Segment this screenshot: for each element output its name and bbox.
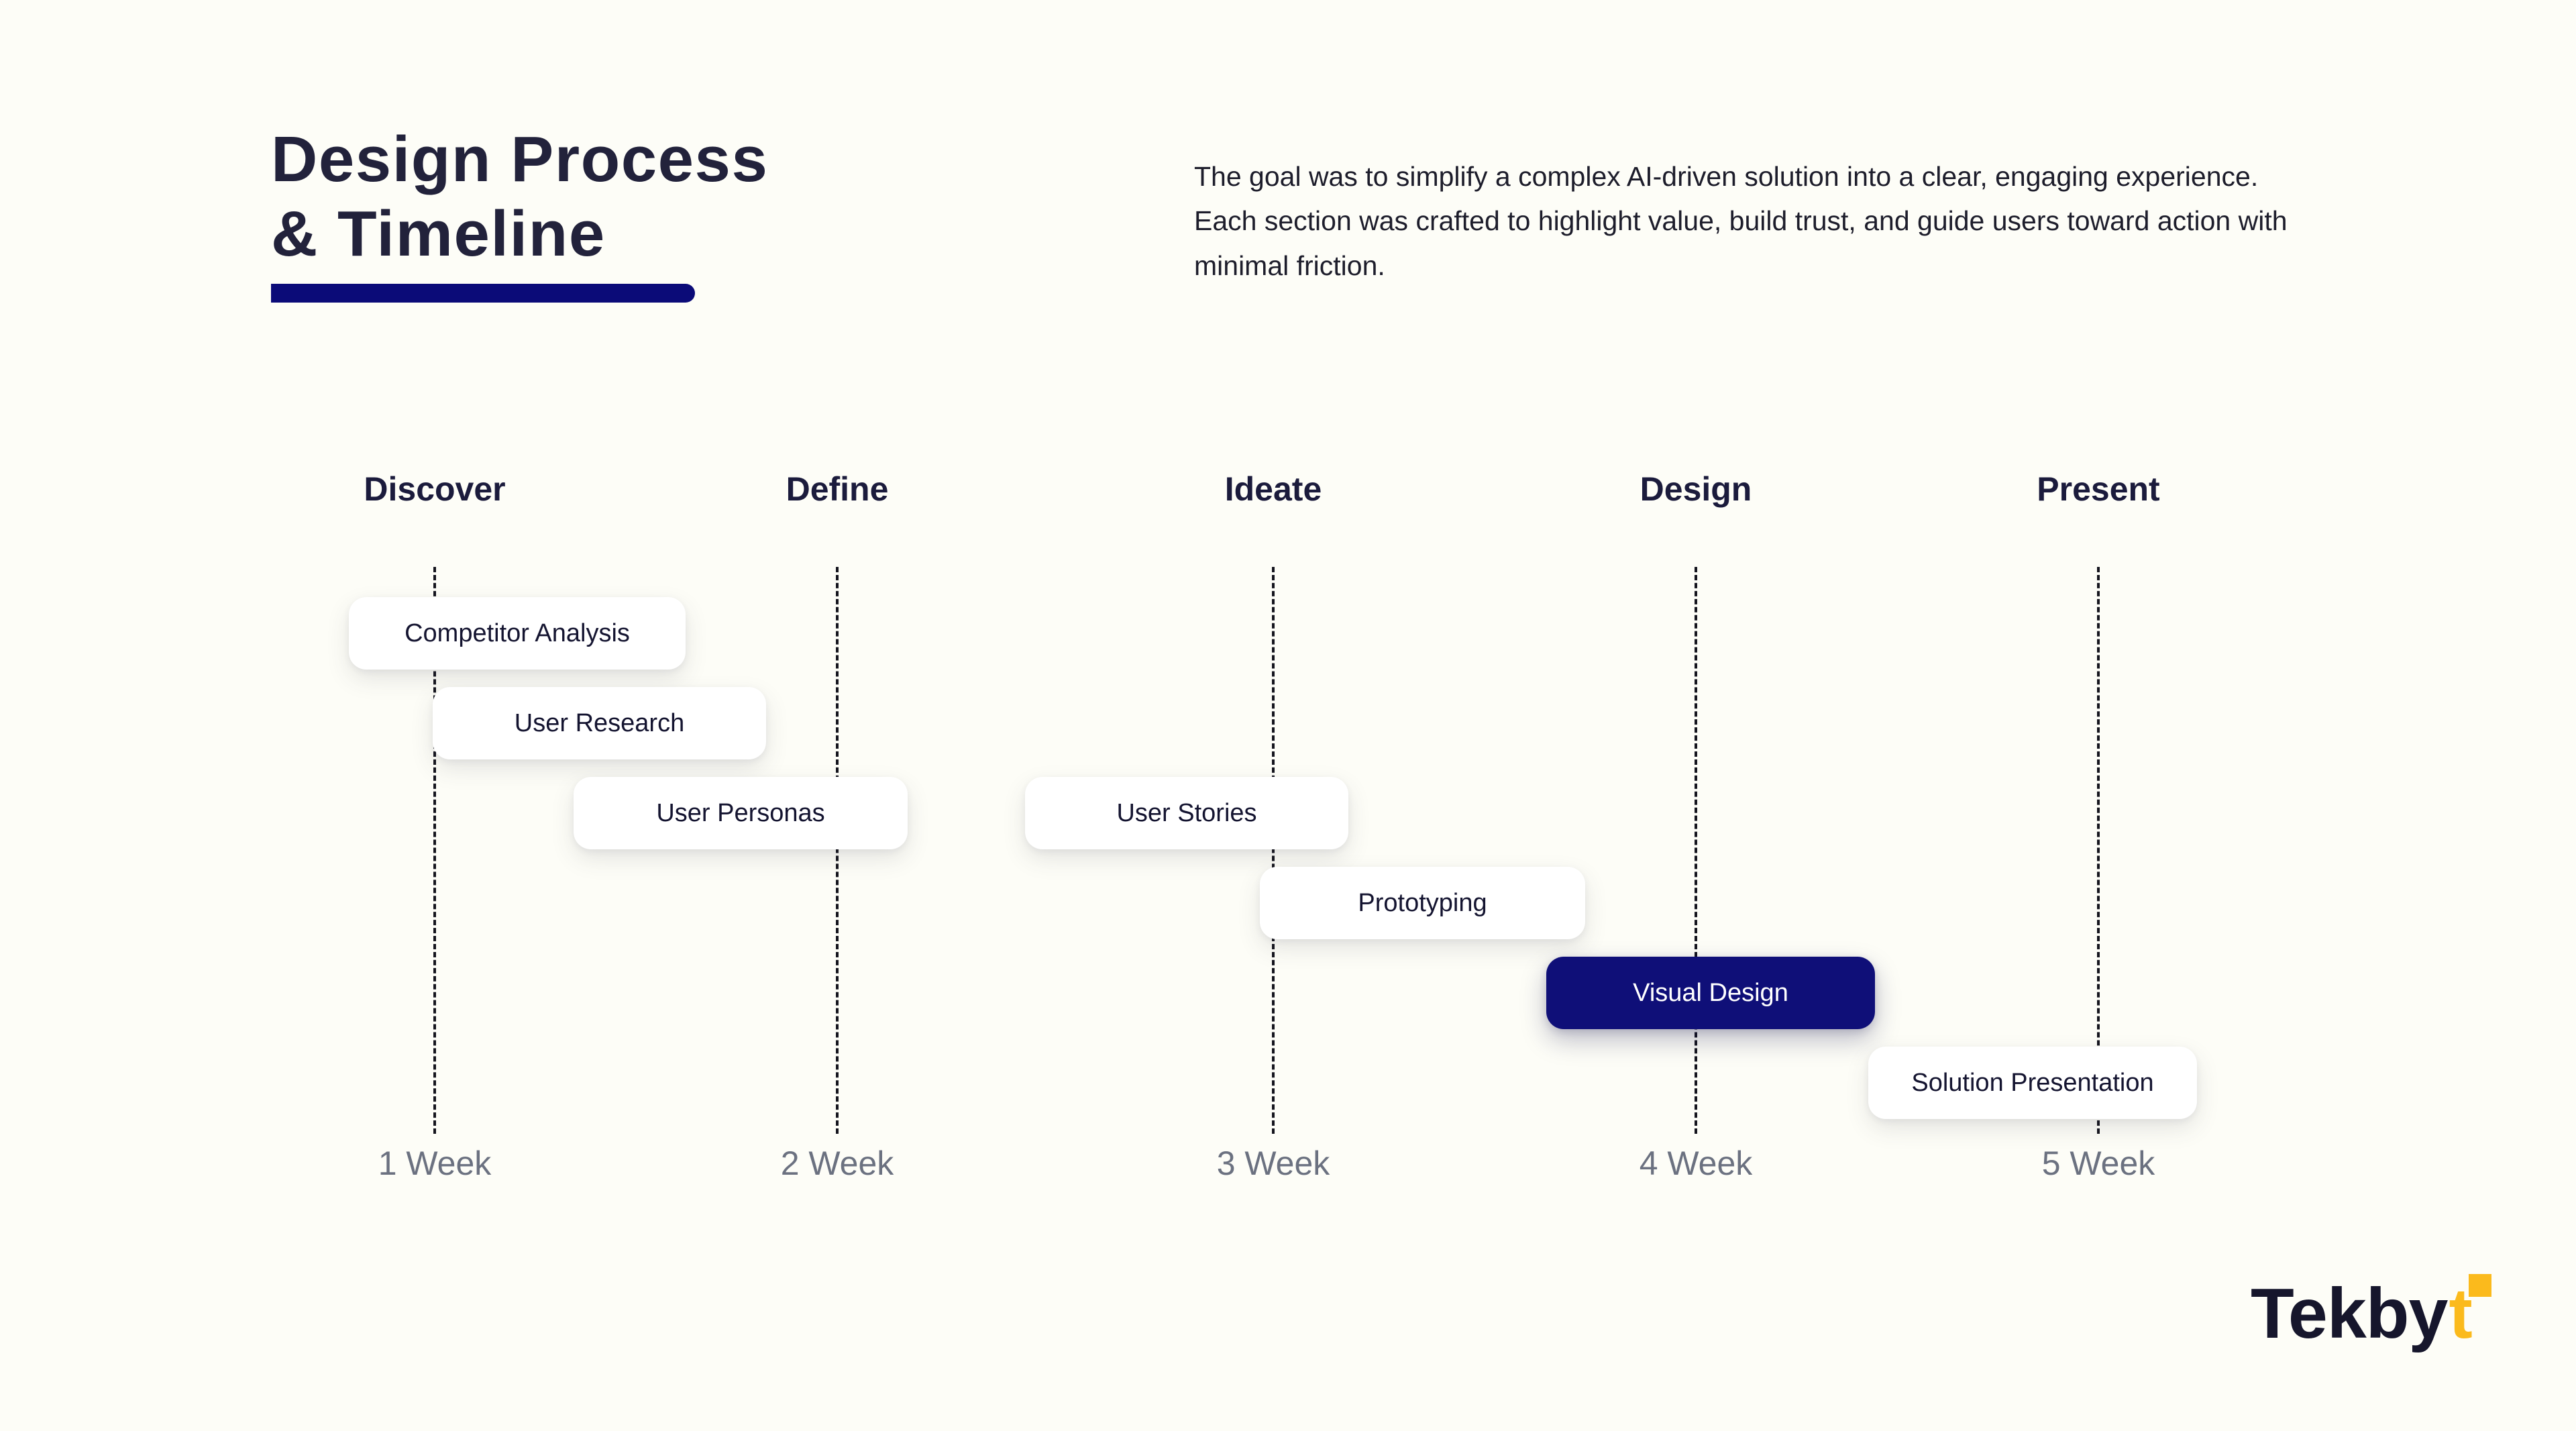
task-pill[interactable]: Competitor Analysis — [349, 597, 686, 670]
page-header: Design Process & Timeline The goal was t… — [0, 0, 2576, 416]
phase-header-define: Define — [786, 470, 889, 508]
logo-wordmark: Tekby — [2251, 1274, 2448, 1353]
task-pill[interactable]: User Research — [433, 687, 766, 759]
intro-paragraph: The goal was to simplify a complex AI-dr… — [1194, 161, 2288, 281]
phase-header-present: Present — [2037, 470, 2160, 508]
brand-logo: Tekby t — [2251, 1274, 2491, 1365]
week-label-4: 4 Week — [1639, 1145, 1753, 1182]
task-pill[interactable]: Solution Presentation — [1868, 1047, 2197, 1119]
gridline-column-2 — [836, 567, 839, 1134]
logo-accent-square-icon — [2468, 1274, 2491, 1297]
task-pill[interactable]: User Stories — [1025, 777, 1348, 849]
phase-header-discover: Discover — [364, 470, 506, 508]
logo-mark: t — [2449, 1274, 2491, 1349]
week-label-2: 2 Week — [780, 1145, 894, 1182]
title-underline-bar — [271, 283, 695, 303]
gridline-column-1 — [433, 567, 436, 1134]
week-label-5: 5 Week — [2041, 1145, 2155, 1182]
gridline-column-3 — [1272, 567, 1275, 1134]
task-pill[interactable]: Prototyping — [1260, 867, 1585, 939]
page-title: Design Process & Timeline — [271, 122, 768, 303]
page-title-line-1: Design Process — [271, 123, 769, 195]
task-pill[interactable]: User Personas — [574, 777, 908, 849]
phase-header-ideate: Ideate — [1224, 470, 1322, 508]
week-label-1: 1 Week — [378, 1145, 492, 1182]
gridline-column-4 — [1695, 567, 1697, 1134]
task-pill[interactable]: Visual Design — [1546, 957, 1875, 1029]
timeline-chart: Discover Define Ideate Design Present Compet… — [0, 416, 2576, 1248]
phase-header-design: Design — [1640, 470, 1752, 508]
gridline-column-5 — [2097, 567, 2100, 1134]
page-title-line-2: & Timeline — [271, 198, 606, 270]
week-label-3: 3 Week — [1216, 1145, 1330, 1182]
